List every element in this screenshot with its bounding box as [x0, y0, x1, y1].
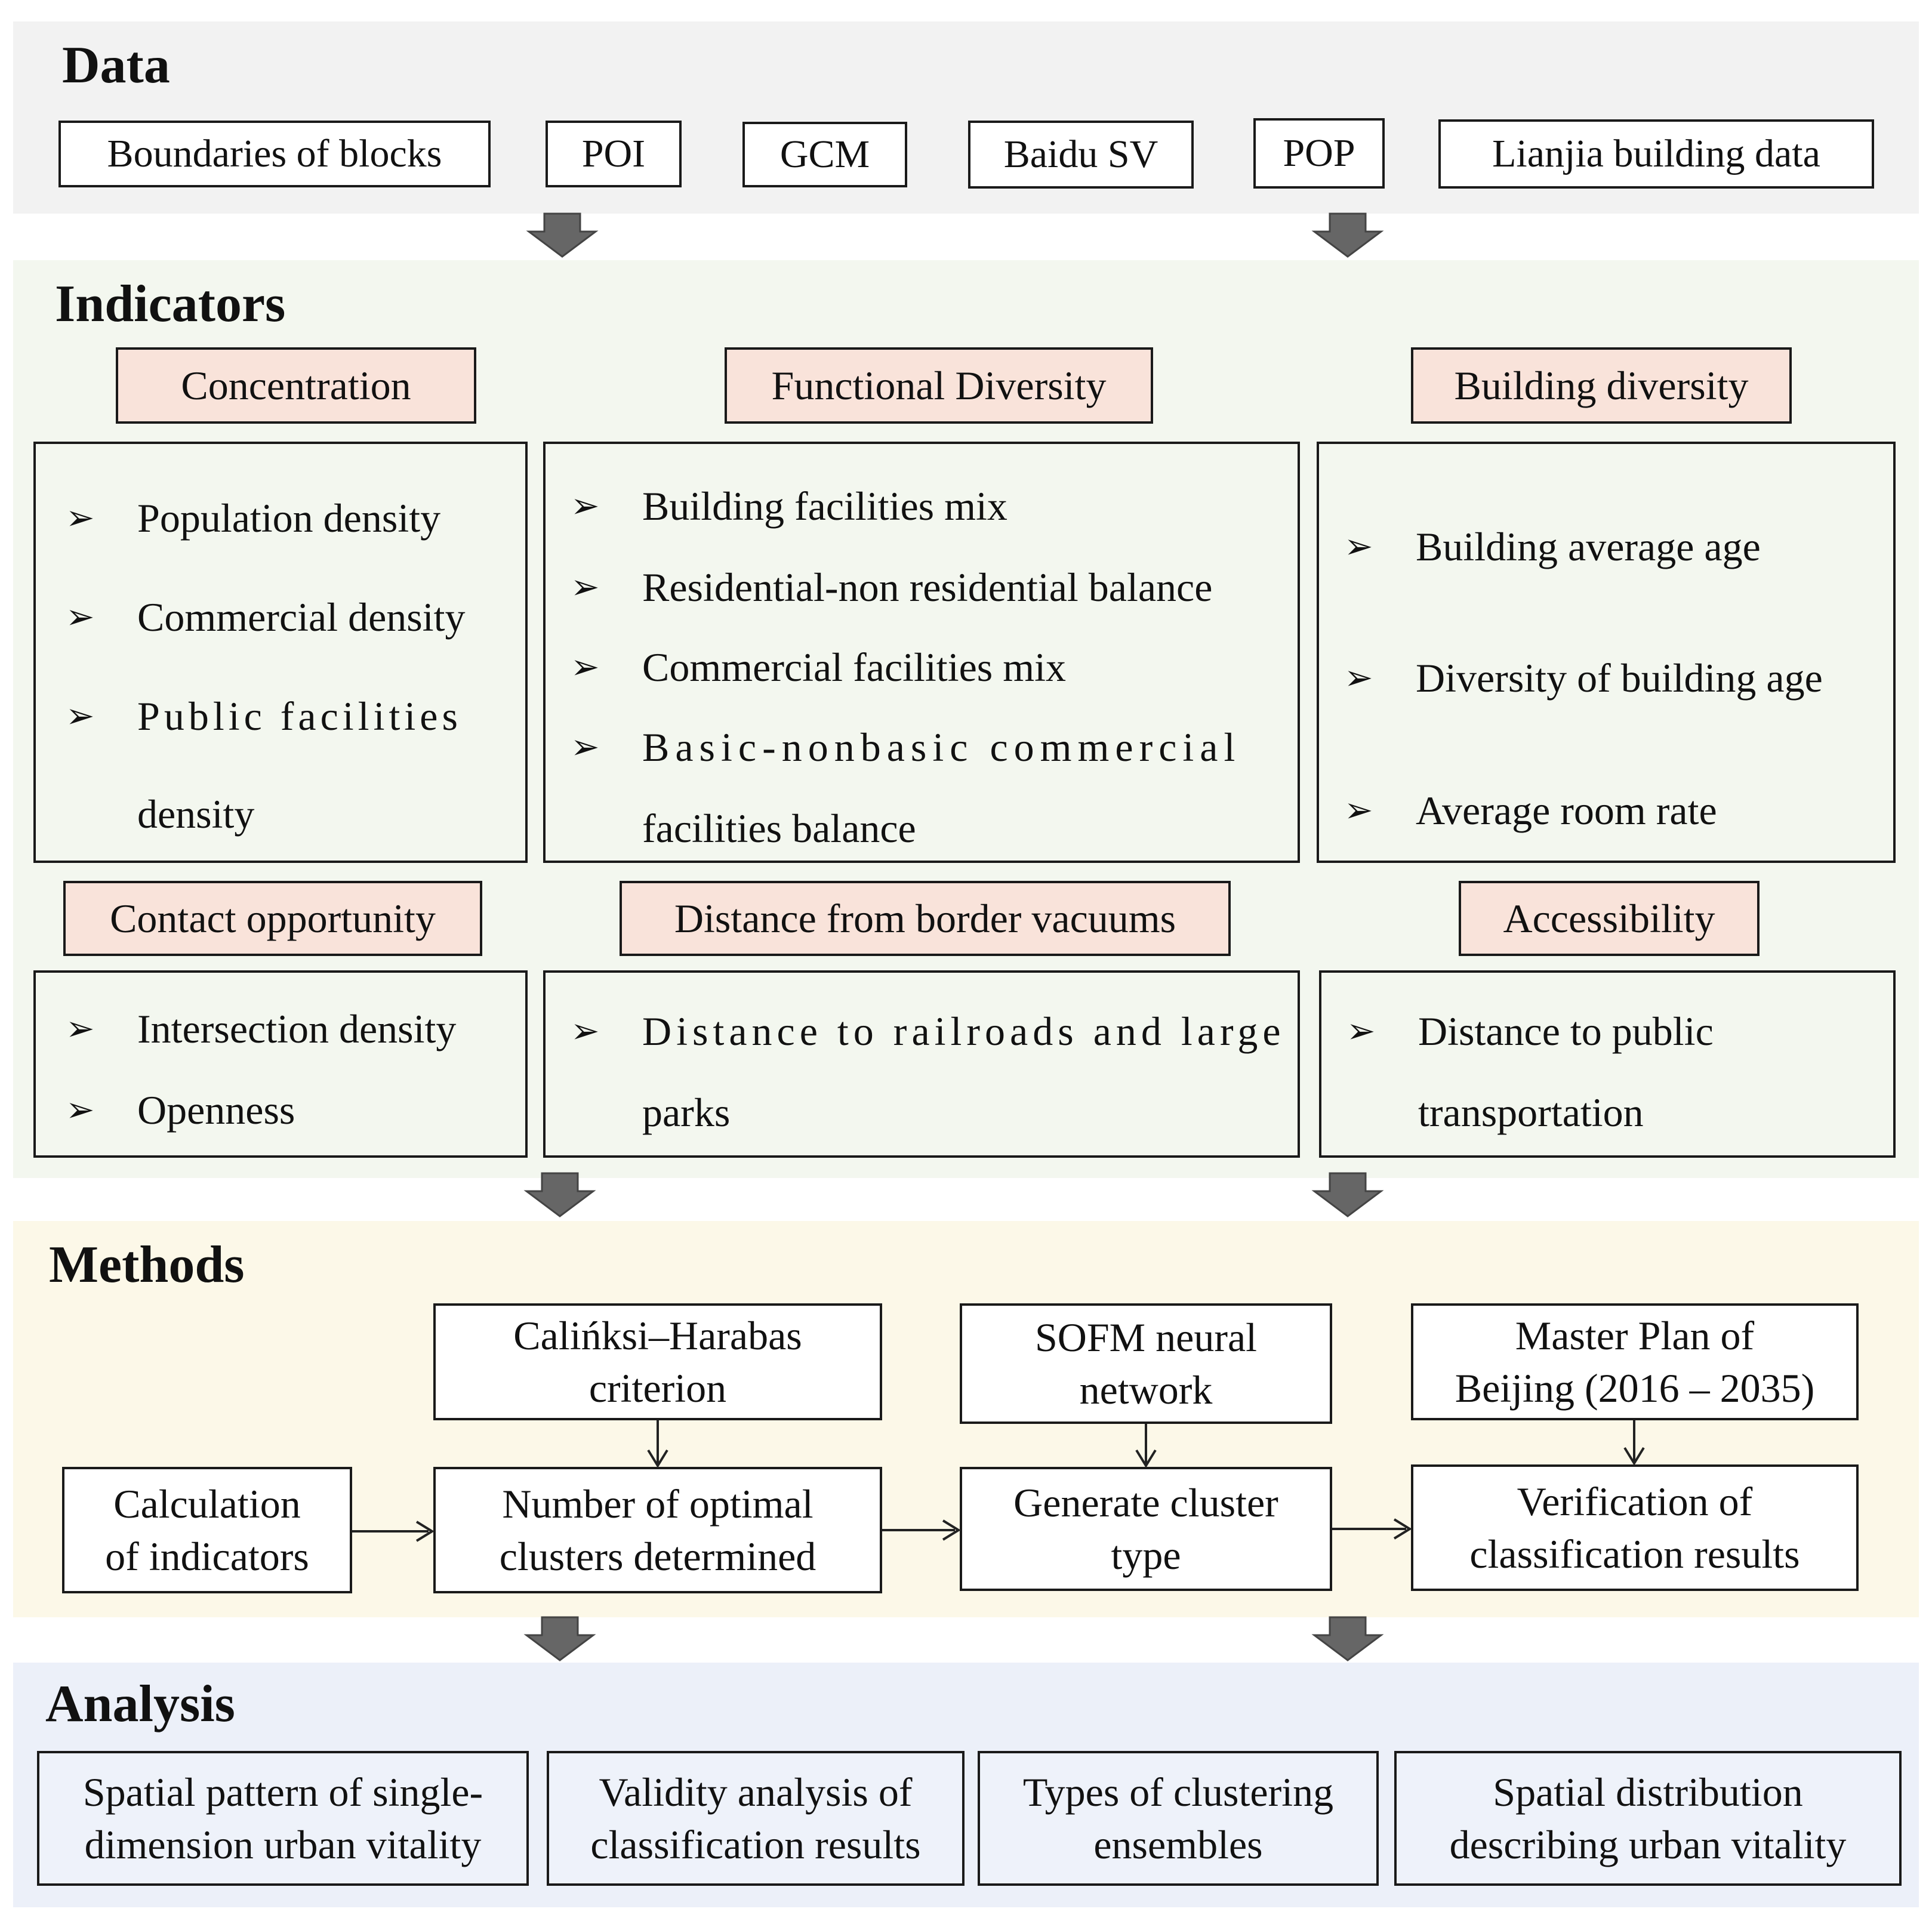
arrowhead-bullet-icon: ➢ [1344, 526, 1373, 566]
indicator-box-distance-border: ➢ Distance to railroads and large parks [543, 970, 1300, 1158]
arrowhead-bullet-icon: ➢ [1344, 790, 1373, 830]
down-block-arrow-icon [523, 1172, 596, 1217]
indicator-box-accessibility: ➢ Distance to public transportation [1319, 970, 1896, 1158]
section-title-analysis: Analysis [45, 1675, 235, 1733]
analysis-spatial-pattern: Spatial pattern of single-dimension urba… [37, 1751, 529, 1886]
section-title-methods: Methods [49, 1236, 245, 1294]
arrowhead-bullet-icon: ➢ [571, 1010, 604, 1051]
indicator-box-building-diversity: ➢ Building average age ➢ Diversity of bu… [1317, 442, 1896, 863]
arrowhead-bullet-icon: ➢ [1344, 657, 1373, 698]
category-functional-diversity: Functional Diversity [725, 347, 1153, 424]
indicator-continuation: facilities balance [642, 806, 916, 851]
down-block-arrow-icon [1311, 1172, 1384, 1217]
down-block-arrow-icon [1311, 1616, 1384, 1661]
category-accessibility: Accessibility [1459, 881, 1760, 956]
indicator-box-contact-opportunity: ➢ Intersection density ➢ Openness [33, 970, 528, 1158]
arrowhead-bullet-icon: ➢ [66, 497, 95, 538]
indicator-continuation: density [137, 791, 255, 837]
data-gcm: GCM [742, 122, 907, 187]
indicator-box-functional-diversity: ➢ Building facilities mix ➢ Residential-… [543, 442, 1300, 863]
category-distance-border-vacuums: Distance from border vacuums [620, 881, 1231, 956]
arrowhead-bullet-icon: ➢ [571, 646, 600, 687]
category-concentration: Concentration [116, 347, 476, 424]
category-building-diversity: Building diversity [1411, 347, 1792, 424]
down-block-arrow-icon [1311, 212, 1384, 258]
arrowhead-bullet-icon: ➢ [66, 695, 99, 736]
arrowhead-bullet-icon: ➢ [571, 566, 600, 607]
arrowhead-bullet-icon: ➢ [66, 1008, 95, 1049]
arrowhead-bullet-icon: ➢ [571, 485, 600, 526]
arrowhead-bullet-icon: ➢ [1346, 1010, 1376, 1051]
data-lianjia-building: Lianjia building data [1438, 119, 1874, 189]
indicator-continuation: parks [642, 1090, 731, 1135]
data-baidu-sv: Baidu SV [968, 121, 1194, 189]
section-title-data: Data [62, 36, 170, 94]
data-pop: POP [1253, 118, 1385, 189]
arrowhead-bullet-icon: ➢ [66, 1089, 95, 1130]
data-boundaries-of-blocks: Boundaries of blocks [58, 121, 491, 187]
arrowhead-bullet-icon: ➢ [66, 596, 95, 637]
category-contact-opportunity: Contact opportunity [63, 881, 482, 956]
down-block-arrow-icon [523, 1616, 596, 1661]
indicator-box-concentration: ➢ Population density ➢ Commercial densit… [33, 442, 528, 863]
data-poi: POI [546, 121, 682, 187]
indicator-continuation: transportation [1418, 1090, 1644, 1135]
down-block-arrow-icon [526, 212, 599, 258]
section-title-indicators: Indicators [55, 275, 286, 333]
arrowhead-bullet-icon: ➢ [571, 726, 604, 767]
